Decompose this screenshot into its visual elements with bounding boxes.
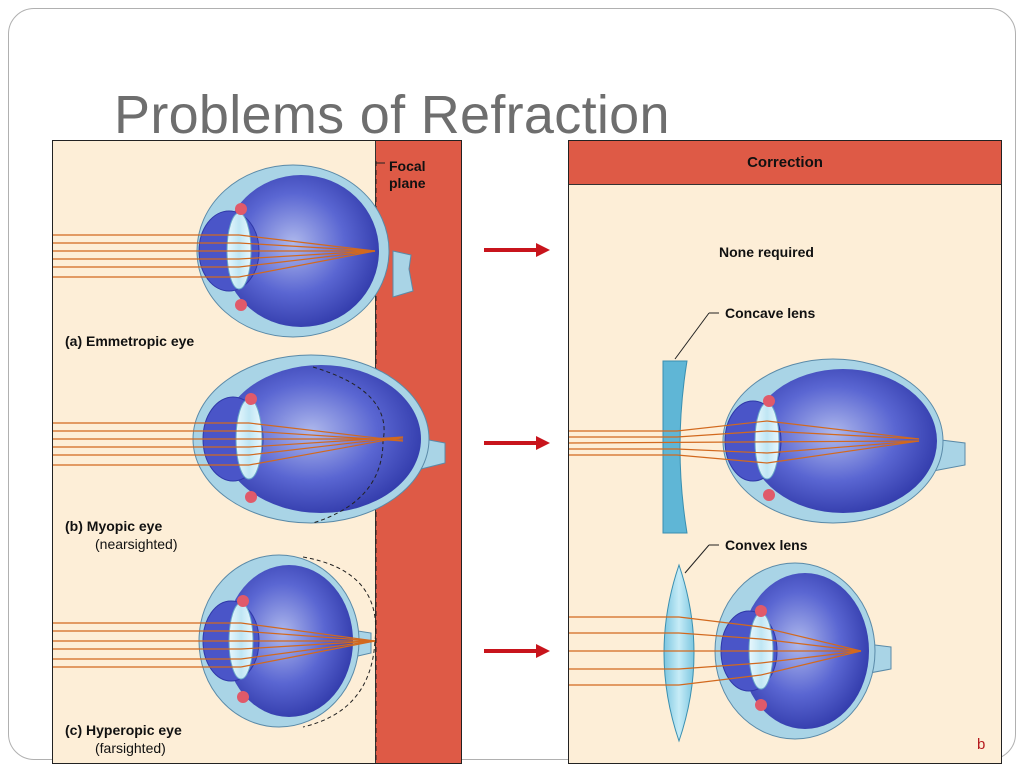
correction-panel: Correction	[568, 140, 1002, 764]
none-required-label: None required	[719, 244, 814, 260]
concave-lens-icon	[662, 360, 688, 534]
hyperopic-eye-label: (c) Hyperopic eye (farsighted)	[65, 721, 182, 757]
hyperopic-eye	[53, 554, 377, 728]
myopic-name: Myopic eye	[86, 518, 163, 534]
emmetropic-letter: (a)	[65, 333, 83, 349]
focal-plane-label: Focal plane	[389, 158, 426, 192]
myopic-subtitle: (nearsighted)	[95, 536, 178, 552]
eye-conditions-illustration	[53, 161, 446, 763]
emmetropic-name: Emmetropic eye	[86, 333, 195, 349]
arrow-right-icon	[484, 644, 550, 658]
corrected-myopic-eye	[569, 358, 966, 524]
arrow-right-icon	[484, 436, 550, 450]
myopic-letter: (b)	[65, 518, 83, 534]
emmetropic-eye	[53, 164, 414, 338]
emmetropic-eye-label: (a) Emmetropic eye	[65, 333, 194, 349]
concave-lens-label: Concave lens	[725, 305, 816, 321]
convex-lens-icon	[663, 563, 695, 743]
focal-plane-label-line2: plane	[389, 175, 426, 191]
focal-plane-label-line1: Focal	[389, 158, 426, 174]
myopic-eye	[53, 354, 446, 524]
eye-conditions-panel: Focal plane (a) Emmetropic eye (b) Myopi…	[52, 140, 462, 764]
hyperopic-subtitle: (farsighted)	[95, 740, 166, 756]
slide-number: b	[977, 736, 986, 753]
correction-illustration	[569, 312, 966, 743]
slide-frame	[8, 8, 1016, 760]
slide-title: Problems of Refraction	[114, 85, 670, 145]
hyperopic-letter: (c)	[65, 722, 83, 738]
corrected-hyperopic-eye	[569, 562, 892, 740]
arrow-right-icon	[484, 243, 550, 257]
myopic-eye-label: (b) Myopic eye (nearsighted)	[65, 517, 178, 553]
convex-lens-label: Convex lens	[725, 537, 808, 553]
correction-header: Correction	[569, 141, 1001, 185]
hyperopic-name: Hyperopic eye	[86, 722, 182, 738]
